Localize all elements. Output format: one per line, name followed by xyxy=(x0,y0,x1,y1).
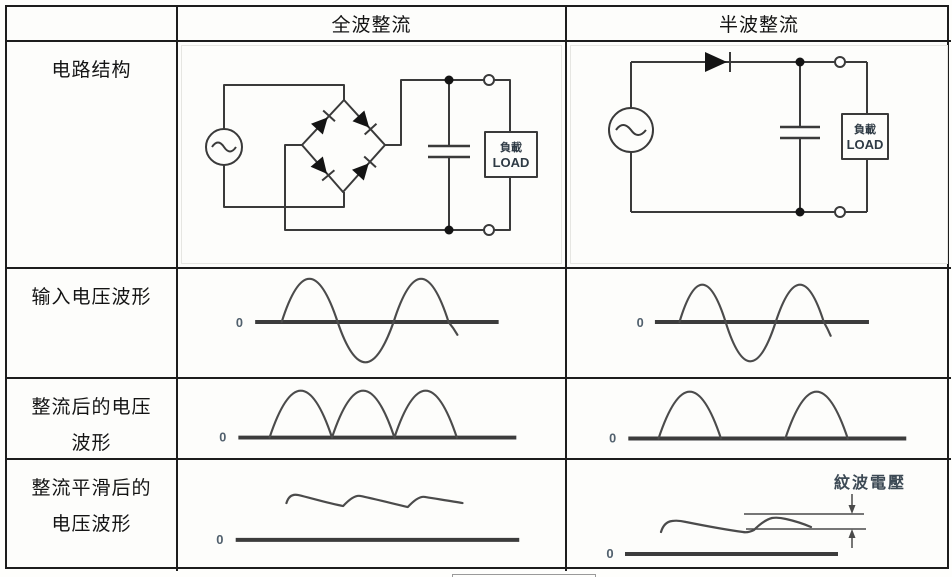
load-box: 負載 LOAD xyxy=(841,113,889,160)
junction-dot xyxy=(795,207,805,217)
zero-label: 0 xyxy=(609,431,616,445)
row-label-rectified-line1: 整流后的电压 xyxy=(31,397,152,418)
sine-wave-plot: 0 xyxy=(637,283,869,363)
load-box: 負載 LOAD xyxy=(484,131,538,178)
zero-label: 0 xyxy=(637,315,644,330)
cell-half-wave-smoothed-waveform: 紋波電壓 0 xyxy=(567,460,951,571)
row-label-input-waveform-text: 输入电压波形 xyxy=(31,287,152,308)
output-terminal-icon xyxy=(834,206,846,218)
row-label-rectified-line2: 波形 xyxy=(71,433,112,454)
row-label-smoothed-line1: 整流平滑后的 xyxy=(31,478,152,499)
ripple-voltage-label: 紋波電壓 xyxy=(834,473,906,492)
dimension-arrows-icon xyxy=(744,494,866,548)
cell-half-wave-input-waveform: 0 xyxy=(567,269,951,379)
junction-dot xyxy=(444,225,454,235)
capacitor-icon xyxy=(428,80,470,230)
svg-text:負載: 負載 xyxy=(500,140,522,154)
diode-icon xyxy=(705,52,731,72)
output-terminal-icon xyxy=(483,74,495,86)
cell-half-wave-circuit: 負載 LOAD xyxy=(567,42,951,269)
cell-full-wave-smoothed-waveform: 0 xyxy=(178,460,567,571)
cell-full-wave-circuit: 負載 LOAD xyxy=(178,42,567,269)
capacitor-icon xyxy=(780,62,820,212)
half-wave-smoothed-plot: 紋波電壓 0 xyxy=(606,473,906,561)
ac-source-icon xyxy=(205,128,243,166)
svg-text:負載: 負載 xyxy=(854,122,876,136)
cut-off-caption-box xyxy=(452,574,596,577)
zero-label: 0 xyxy=(216,532,223,547)
image-frame xyxy=(181,45,562,264)
cell-full-wave-rectified-waveform: 0 xyxy=(178,379,567,460)
half-wave-circuit-diagram: 負載 LOAD xyxy=(608,52,889,218)
output-terminal-icon xyxy=(483,224,495,236)
full-wave-bridge-circuit-diagram: 負載 LOAD xyxy=(205,74,538,236)
image-frame xyxy=(570,45,948,264)
header-full-wave-label: 全波整流 xyxy=(331,15,412,36)
diode-icon xyxy=(310,156,336,182)
sine-wave-plot: 0 xyxy=(236,277,499,364)
zero-label: 0 xyxy=(219,430,226,444)
row-label-input-waveform: 输入电压波形 xyxy=(7,269,178,379)
corner-cell xyxy=(7,7,178,42)
header-half-wave-label: 半波整流 xyxy=(718,15,799,36)
full-wave-rectified-plot: 0 xyxy=(219,389,517,444)
header-full-wave: 全波整流 xyxy=(178,7,567,42)
ac-source-icon xyxy=(608,107,654,153)
svg-text:LOAD: LOAD xyxy=(847,137,884,152)
svg-text:LOAD: LOAD xyxy=(493,155,530,170)
junction-dot xyxy=(444,75,454,85)
comparison-table: 全波整流 半波整流 电路结构 xyxy=(5,5,951,571)
diode-bridge-icon xyxy=(301,99,386,193)
cell-half-wave-rectified-waveform: 0 xyxy=(567,379,951,460)
row-label-circuit-structure: 电路结构 xyxy=(7,42,178,269)
diode-icon xyxy=(352,110,378,136)
half-wave-rectified-plot: 0 xyxy=(609,390,907,445)
diode-icon xyxy=(311,109,336,135)
output-terminal-icon xyxy=(834,56,846,68)
junction-dot xyxy=(795,57,805,67)
header-half-wave: 半波整流 xyxy=(567,7,951,42)
row-label-rectified-waveform: 整流后的电压 波形 xyxy=(7,379,178,460)
zero-label: 0 xyxy=(236,315,243,330)
diode-icon xyxy=(352,155,377,181)
row-label-smoothed-waveform: 整流平滑后的 电压波形 xyxy=(7,460,178,571)
zero-label: 0 xyxy=(606,546,613,561)
row-label-circuit-structure-text: 电路结构 xyxy=(51,60,132,81)
full-wave-smoothed-plot: 0 xyxy=(216,493,520,547)
row-label-smoothed-line2: 电压波形 xyxy=(51,514,132,535)
cell-full-wave-input-waveform: 0 xyxy=(178,269,567,379)
